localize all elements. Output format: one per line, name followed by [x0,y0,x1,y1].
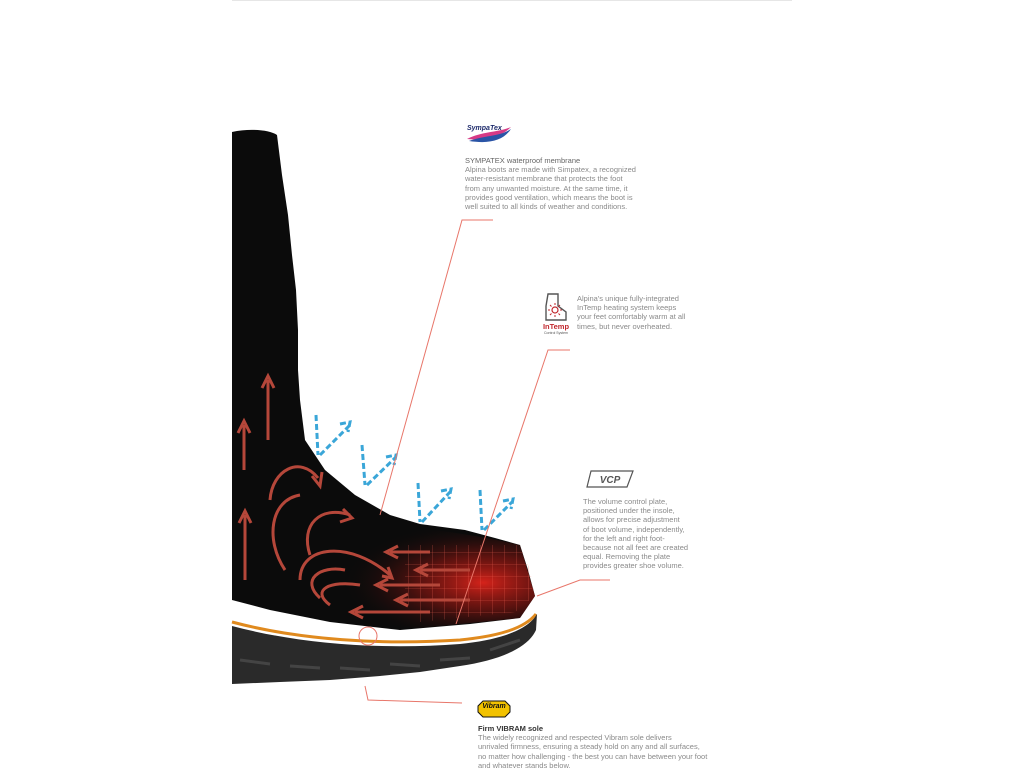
vibram-line: unrivaled firmness, ensuring a steady ho… [478,742,700,752]
midsole-stripe [231,613,538,644]
sympatex-callout: SYMPATEX waterproof membrane Alpina boot… [465,156,665,211]
vibram-line: no matter how challenging - the best you… [478,751,708,761]
vcp-line: because not all feet are created [583,543,689,553]
heat-circulation-arrows [236,372,470,620]
intemp-line: InTemp heating system keeps [577,303,677,313]
boot-upper [232,129,535,630]
sympatex-line: from any unwanted moisture. At the same … [465,183,628,193]
vcp-line: provides greater shoe volume. [583,561,684,571]
intemp-logo: InTemp Control System [540,292,572,338]
sympatex-heading: SYMPATEX waterproof membrane [465,156,581,165]
leader-lines [364,219,610,704]
sole-indicator-circle [358,626,378,646]
vcp-line: allows for precise adjustment [583,515,680,525]
intemp-logo-text: InTemp [542,322,570,331]
sympatex-line: provides good ventilation, which means t… [465,192,633,202]
vcp-line: of boot volume, independently, [583,524,685,534]
sympatex-logo-text: SympaTex [467,125,502,132]
intemp-line: times, but never overheated. [577,321,673,331]
vibram-line: and whatever stands below. [478,760,571,770]
intemp-logo-subtext: Control System [544,331,568,335]
sympatex-logo: SympaTex [465,123,513,145]
ventilation-arrows [314,414,515,532]
intemp-line: Alpina's unique fully-integrated [577,294,679,303]
intemp-callout: Alpina's unique fully-integrated InTemp … [577,294,717,331]
intemp-boot-sun-icon [545,293,567,321]
vcp-badge-icon: VCP [586,470,634,488]
sympatex-line: well suited to all kinds of weather and … [465,202,628,212]
vcp-line: The volume control plate, [583,497,668,506]
vibram-line: The widely recognized and respected Vibr… [478,733,672,743]
vibram-octagon-icon [477,700,511,718]
vcp-line: equal. Removing the plate [583,552,671,562]
sympatex-swoosh-icon [467,127,511,143]
top-divider [232,0,792,1]
vcp-logo-text: VCP [600,475,621,486]
sympatex-line: Alpina boots are made with Simpatex, a r… [465,165,636,175]
vibram-heading: Firm VIBRAM sole [478,724,544,733]
vibram-callout: Firm VIBRAM sole The widely recognized a… [478,724,718,770]
sympatex-line: water-resistant membrane that protects t… [465,174,623,184]
vibram-logo-text: Vibram [482,703,506,710]
vcp-line: for the left and right foot- [583,533,665,543]
vibram-logo: Vibram [477,700,511,718]
vcp-logo: VCP [585,468,635,490]
vcp-callout: The volume control plate, positioned und… [583,497,713,571]
intemp-line: your feet comfortably warm at all [577,312,686,322]
vcp-line: positioned under the insole, [583,506,675,516]
